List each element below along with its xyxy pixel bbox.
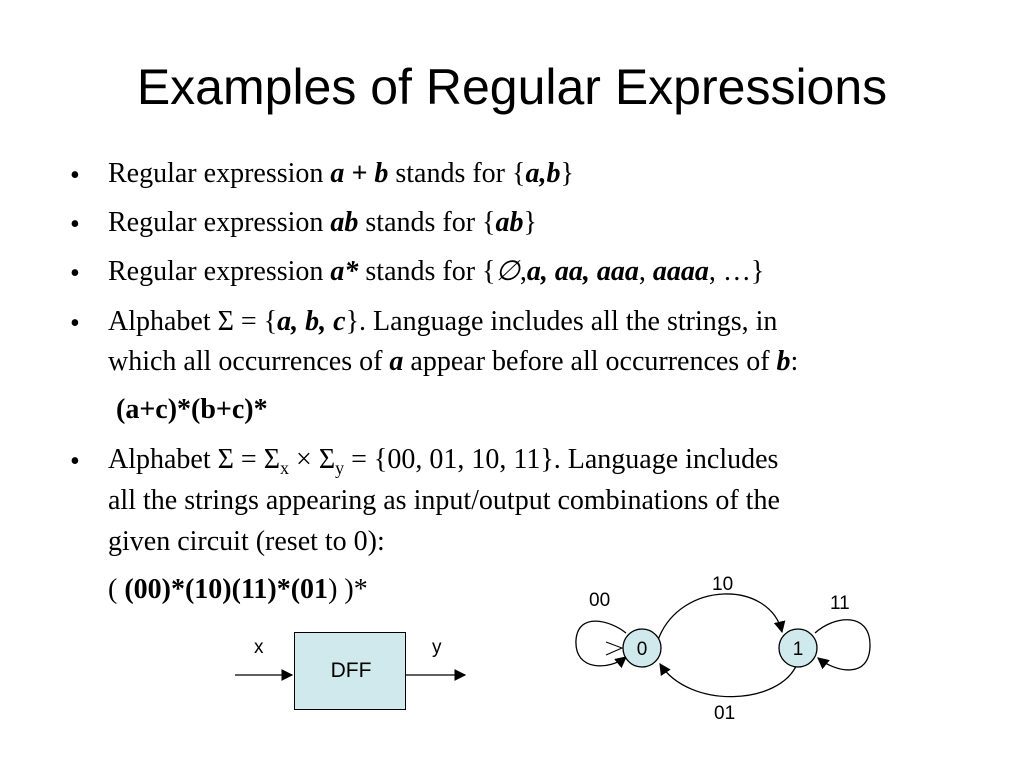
bullet-text: ( [108, 574, 125, 605]
bullet-alphabet-product-line1: Alphabet Σ = Σx × Σy = {00, 01, 10, 11}.… [108, 444, 779, 478]
bullet-text: } [560, 158, 574, 189]
dff-block: DFF [294, 632, 406, 710]
bullet-text: Regular expression [108, 158, 331, 189]
regex-answer-circuit: ( (00)*(10)(11)*(01) )* [108, 576, 368, 604]
bullet-regex-ab: Regular expression ab stands for {ab} [108, 209, 537, 237]
bullet-text: } [523, 207, 537, 238]
bullet-text: stands for { [358, 256, 496, 287]
language-set: a, aa, aaa [526, 256, 639, 287]
transition-1-to-0 [659, 663, 798, 698]
regex-expression: ab [330, 207, 359, 238]
bullet-marker: • [70, 446, 80, 477]
language-set: a,b [525, 158, 561, 189]
bullet-text: = {00, 01, 10, 11}. Language includes [344, 444, 779, 475]
symbol-a: a [389, 346, 404, 377]
bullet-marker: • [70, 160, 80, 191]
transition-0-to-1 [657, 593, 786, 641]
bullet-text: stands for { [388, 158, 526, 189]
page-title: Examples of Regular Expressions [136, 59, 888, 115]
bullet-alphabet-product-line3: given circuit (reset to 0): [108, 528, 385, 556]
bullet-alphabet-product-line2: all the strings appearing as input/outpu… [108, 487, 780, 515]
empty-set-symbol: ∅ [495, 256, 520, 287]
bullet-text: which all occurrences of [108, 346, 390, 377]
state-1-label: 1 [793, 639, 804, 660]
bullet-text: Regular expression [108, 256, 331, 287]
bullet-text: appear before all occurrences of [403, 346, 777, 377]
dff-input-label: x [254, 637, 264, 658]
regex-expression: a* [330, 256, 359, 287]
self-loop-0 [575, 620, 627, 669]
bullet-text: , …} [708, 256, 765, 287]
bullet-regex-a-plus-b: Regular expression a + b stands for {a,b… [108, 160, 574, 188]
regex-expression: (00)*(10)(11)*(01 [124, 574, 329, 605]
transition-label-00: 00 [589, 590, 611, 611]
state-0-label: 0 [637, 639, 648, 660]
state-0 [622, 628, 662, 668]
dff-output-label: y [432, 637, 442, 658]
bullet-text: Alphabet Σ = Σ [108, 444, 281, 475]
bullet-text: Regular expression [108, 207, 331, 238]
regex-expression: (a+c)*(b+c)* [116, 394, 268, 425]
dff-label: DFF [330, 659, 372, 682]
bullet-text: }. Language includes all the strings, in [345, 306, 778, 337]
bullet-text: : [790, 346, 799, 377]
bullet-marker: • [70, 209, 80, 240]
regex-answer-abc: (a+c)*(b+c)* [116, 396, 268, 424]
subscript-x: x [280, 458, 290, 478]
transition-label-10: 10 [712, 574, 734, 595]
alphabet-set: a, b, c [277, 306, 346, 337]
transition-label-01: 01 [714, 703, 736, 724]
bullet-text: stands for { [358, 207, 496, 238]
language-set: ab [495, 207, 524, 238]
bullet-regex-a-star: Regular expression a* stands for {∅,a, a… [108, 258, 764, 286]
bullet-text: given circuit (reset to 0): [108, 526, 385, 557]
regex-expression: a + b [330, 158, 389, 189]
bullet-marker: • [70, 308, 80, 339]
transition-label-11: 11 [830, 593, 850, 614]
bullet-marker: • [70, 258, 80, 289]
bullet-text: , [519, 256, 527, 287]
bullet-text: × Σ [289, 444, 336, 475]
bullet-alphabet-abc-line1: Alphabet Σ = {a, b, c}. Language include… [108, 308, 777, 336]
self-loop-1 [814, 619, 871, 671]
language-set: aaaa [652, 256, 709, 287]
subscript-y: y [335, 458, 345, 478]
state-1 [778, 628, 818, 668]
bullet-alphabet-abc-line2: which all occurrences of a appear before… [108, 348, 798, 376]
bullet-text: Alphabet Σ = { [108, 306, 278, 337]
start-state-marker [605, 641, 624, 656]
symbol-b: b [776, 346, 791, 377]
bullet-text: ) )* [328, 574, 368, 605]
bullet-text: , [638, 256, 653, 287]
bullet-text: all the strings appearing as input/outpu… [108, 485, 780, 516]
